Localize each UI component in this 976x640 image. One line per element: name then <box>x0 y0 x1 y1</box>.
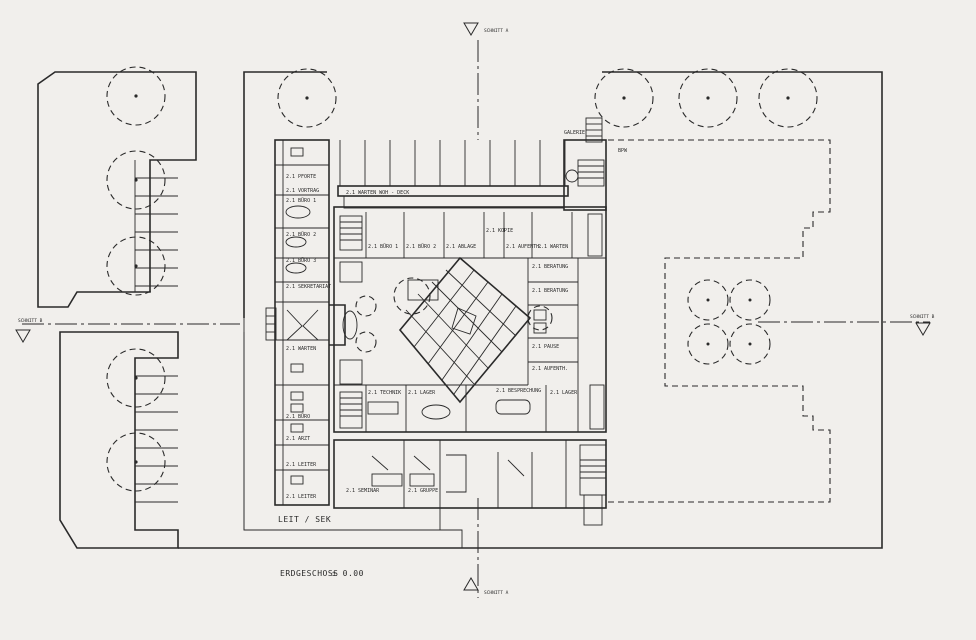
top-label: GALERIE <box>564 130 585 136</box>
room-label: 2.1 PFORTE <box>286 174 316 180</box>
south-rooms <box>334 261 567 508</box>
trees-west <box>106 66 166 492</box>
north-rooms <box>334 212 606 259</box>
central-atrium <box>355 256 553 404</box>
west-wing-rooms <box>275 140 329 505</box>
west-parking-south <box>59 331 179 549</box>
room-label: 2.1 AUFENTH. <box>506 244 542 250</box>
room-labels: 2.1 PFORTE 2.1 VORTRAG 2.1 BÜRO 1 2.1 BÜ… <box>286 174 578 500</box>
room-label: 2.1 BERATUNG <box>532 264 568 270</box>
room-label: 2.1 BERATUNG <box>532 288 568 294</box>
plan-level: ± 0.00 <box>332 569 364 578</box>
room-label: 2.1 BÜRO 1 <box>368 243 398 250</box>
room-label: 2.1 BESPRECHUNG <box>496 388 541 394</box>
corner-label: BPW <box>618 148 628 154</box>
room-label: 2.1 BÜRO 2 <box>406 243 436 250</box>
room-label: 2.1 LEITER <box>286 462 317 468</box>
room-label: 2.1 BÜRO 3 <box>286 257 316 264</box>
room-label: 2.1 LEITER <box>286 494 317 500</box>
furniture <box>285 147 531 487</box>
corridor-label: 2.1 WARTEN WOH - DECK <box>346 190 409 196</box>
building <box>265 117 607 530</box>
room-label: 2.1 SEMINAR <box>346 488 380 494</box>
room-label: 2.1 GRUPPE <box>408 488 438 494</box>
south-east-wing <box>439 117 607 530</box>
section-markers <box>15 22 931 591</box>
room-label: 2.1 VORTRAG <box>286 188 319 194</box>
plan-title: ERDGESCHOSS <box>280 569 338 578</box>
room-label: 2.1 WARTEN <box>538 244 568 250</box>
room-label: 2.1 LAGER <box>408 390 436 396</box>
section-axes <box>22 40 930 598</box>
room-label: 2.1 SEKRETARIAT <box>286 284 331 290</box>
east-garden <box>608 139 831 503</box>
room-label: 2.1 WARTEN <box>286 346 316 352</box>
west-parking-north <box>37 71 197 308</box>
site-boundary <box>178 71 883 549</box>
room-label: 2.1 PAUSE <box>532 344 559 350</box>
wing-label: LEIT / SEK <box>278 515 331 524</box>
room-label: 2.1 AUFENTH. <box>532 366 568 372</box>
room-label: 2.1 ARZT <box>286 436 310 442</box>
room-label: 2.1 ABLAGE <box>446 244 476 250</box>
trees-north <box>277 68 818 128</box>
section-label-top: SCHNITT A <box>484 28 509 34</box>
room-label: 2.1 LAGER <box>550 390 578 396</box>
north-carport <box>337 140 569 209</box>
room-label: 2.1 BÜRO 2 <box>286 231 316 238</box>
room-label: 2.1 KOPIE <box>486 228 513 234</box>
section-label-right: SCHNITT B <box>910 314 935 320</box>
section-label-bottom: SCHNITT A <box>484 590 509 596</box>
room-label: 2.1 BÜRO 1 <box>286 197 316 204</box>
entrance <box>265 307 358 341</box>
room-label: 2.1 TECHNIK <box>368 390 401 396</box>
section-label-left: SCHNITT B <box>18 318 43 324</box>
room-label: 2.1 BÜRO <box>286 413 310 420</box>
